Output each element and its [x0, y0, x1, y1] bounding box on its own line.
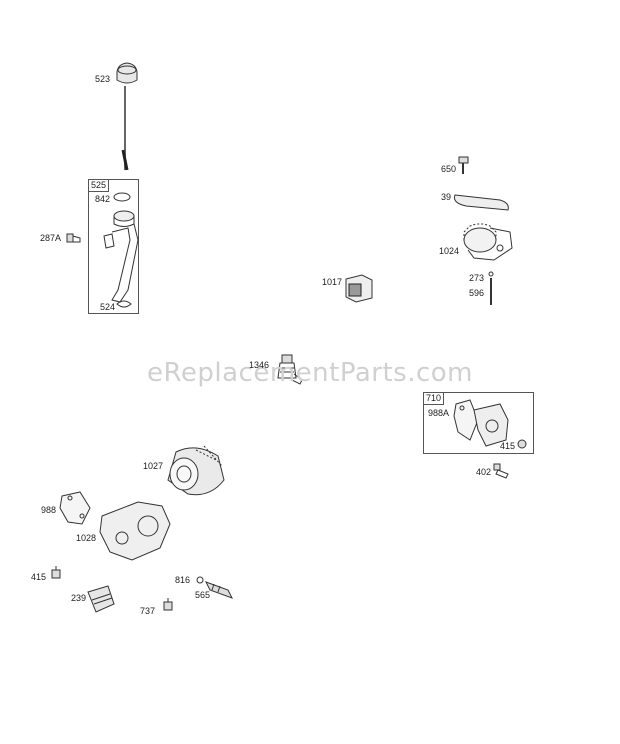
part-label-415-upper: 415 — [500, 441, 516, 451]
part-label-287a: 287A — [40, 233, 62, 243]
fitting-565-part[interactable] — [204, 581, 234, 599]
fitting-415-upper-part[interactable] — [517, 439, 527, 449]
group-710-label: 710 — [423, 392, 445, 405]
part-label-737: 737 — [140, 606, 156, 616]
dipstick-tube-part[interactable] — [103, 210, 139, 303]
group-710-frame — [423, 392, 534, 454]
part-label-596: 596 — [469, 288, 485, 298]
group-525-label: 525 — [88, 179, 110, 192]
oil-pump-gear-part[interactable] — [463, 223, 513, 261]
o-ring-part[interactable] — [113, 192, 131, 202]
part-label-402: 402 — [476, 467, 492, 477]
part-label-988a: 988A — [428, 408, 450, 418]
plug-737-part[interactable] — [163, 598, 173, 611]
gasket-988-part[interactable] — [59, 491, 91, 525]
part-label-1346: 1346 — [249, 360, 270, 370]
oil-filter-part[interactable] — [167, 445, 225, 496]
part-label-523: 523 — [95, 74, 111, 84]
fitting-415-lower-part[interactable] — [51, 566, 61, 579]
part-label-415-lower: 415 — [31, 572, 47, 582]
bolt-650-part[interactable] — [458, 156, 469, 174]
part-label-650: 650 — [441, 164, 457, 174]
part-label-1027: 1027 — [143, 461, 164, 471]
sensor-239-part[interactable] — [87, 585, 115, 613]
part-label-1017: 1017 — [322, 277, 343, 287]
filter-adapter-part[interactable] — [99, 501, 171, 561]
part-label-39: 39 — [441, 192, 452, 202]
part-label-988: 988 — [41, 505, 57, 515]
part-label-1028: 1028 — [76, 533, 97, 543]
adapter-710-part[interactable] — [473, 403, 509, 447]
pin-spring-part[interactable] — [488, 271, 494, 305]
filter-block-part[interactable] — [345, 274, 373, 303]
part-label-524: 524 — [100, 302, 116, 312]
part-label-816: 816 — [175, 575, 191, 585]
tube-gasket-part[interactable] — [116, 300, 132, 308]
part-label-842: 842 — [95, 194, 111, 204]
group-525-frame — [88, 179, 139, 314]
part-label-1024: 1024 — [439, 246, 460, 256]
bolt-402-part[interactable] — [493, 463, 509, 479]
part-label-565: 565 — [195, 590, 211, 600]
cover-39-part[interactable] — [454, 194, 509, 211]
watermark: eReplacementParts.com — [146, 358, 473, 388]
washer-816-part[interactable] — [196, 576, 204, 584]
dipstick-part[interactable] — [116, 62, 138, 171]
gasket-988a-part[interactable] — [453, 399, 479, 441]
pressure-sender-part[interactable] — [277, 354, 303, 385]
screw-287a-part[interactable] — [66, 233, 81, 243]
part-label-273: 273 — [469, 273, 485, 283]
part-label-239: 239 — [71, 593, 87, 603]
